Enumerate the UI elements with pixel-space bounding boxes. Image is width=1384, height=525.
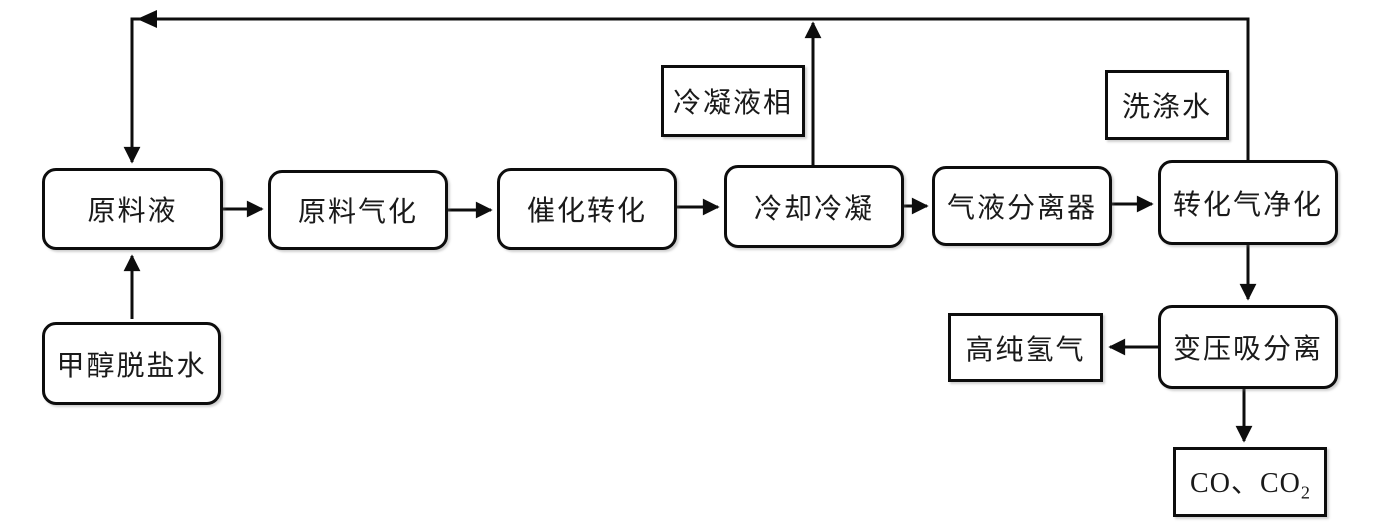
node-reformed-gas-purification-label: 转化气净化 — [1172, 189, 1323, 221]
label-high-purity-hydrogen-text: 高纯氢气 — [965, 334, 1086, 366]
label-condensate-liquid-phase-text: 冷凝液相 — [672, 88, 793, 119]
arrowhead-recycle-left — [137, 10, 157, 28]
node-cooling-condensation: 冷却冷凝 — [724, 165, 904, 248]
label-washing-water-text: 洗涤水 — [1121, 92, 1212, 123]
label-high-purity-hydrogen: 高纯氢气 — [948, 313, 1103, 382]
node-pressure-swing-separation-label: 变压吸分离 — [1172, 334, 1323, 365]
label-condensate-liquid-phase: 冷凝液相 — [661, 65, 805, 137]
node-cooling-condensation-label: 冷却冷凝 — [753, 193, 874, 225]
line-recycle-header — [123, 17, 1250, 164]
node-feed-gasification: 原料气化 — [268, 170, 448, 250]
node-methanol-demin-water-label: 甲醇脱盐水 — [56, 350, 207, 382]
node-raw-liquid: 原料液 — [42, 168, 223, 250]
node-catalytic-conversion-label: 催化转化 — [526, 196, 647, 227]
node-catalytic-conversion: 催化转化 — [497, 168, 677, 250]
node-gas-liquid-separator: 气液分离器 — [932, 166, 1112, 246]
node-gas-liquid-separator-label: 气液分离器 — [946, 193, 1097, 224]
co2-subscript: 2 — [1300, 482, 1310, 503]
node-methanol-demin-water: 甲醇脱盐水 — [42, 322, 221, 405]
node-raw-liquid-label: 原料液 — [87, 196, 178, 227]
label-co-co2-text: CO、CO2 — [1190, 467, 1310, 503]
node-pressure-swing-separation: 变压吸分离 — [1158, 305, 1338, 389]
node-feed-gasification-label: 原料气化 — [297, 197, 418, 228]
label-washing-water: 洗涤水 — [1105, 70, 1229, 140]
label-co-co2: CO、CO2 — [1173, 447, 1327, 517]
node-reformed-gas-purification: 转化气净化 — [1158, 160, 1338, 245]
